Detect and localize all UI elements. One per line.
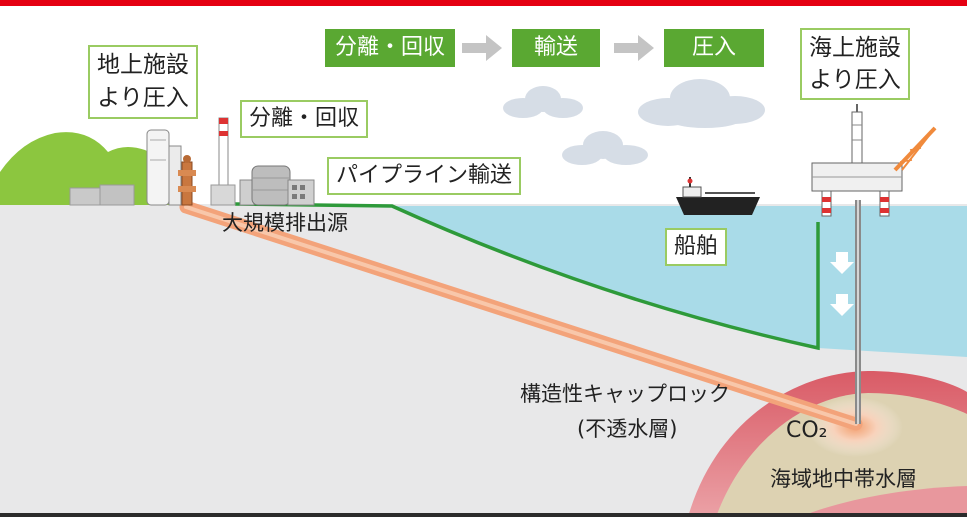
lower-caprock-band <box>800 486 967 517</box>
arrow-right-icon <box>462 35 502 61</box>
offshore-facility-line2: より圧入 <box>809 67 901 93</box>
offshore-facility-line1: 海上施設 <box>809 35 901 61</box>
bottom-border <box>0 513 967 517</box>
warehouse-icon <box>69 184 135 206</box>
wellhead-icon <box>178 155 196 206</box>
ship-label: 船舶 <box>665 228 728 266</box>
caprock-label-line1: 構造性キャップロック <box>520 382 730 406</box>
separation-capture-label: 分離・回収 <box>240 100 369 138</box>
hill-icon <box>0 132 190 205</box>
arrow-down-icon <box>830 252 854 274</box>
offshore-facility-label: 海上施設 より圧入 <box>800 28 910 100</box>
pipeline-transport-label: パイプライン輸送 <box>327 157 522 195</box>
aquifer-label: 海域地中帯水層 <box>770 467 917 491</box>
flow-step-separation-capture: 分離・回収 <box>325 29 455 67</box>
building-icon <box>287 179 315 206</box>
arrow-down-icon <box>830 294 854 316</box>
caprock-label-line2: (不透水層) <box>577 417 678 441</box>
chimney-icon <box>210 117 236 206</box>
onshore-facility-line2: より圧入 <box>97 85 189 111</box>
offshore-platform-icon <box>811 104 937 217</box>
cloud-icon <box>503 86 583 118</box>
onshore-facility-label: 地上施設 より圧入 <box>88 45 198 119</box>
onshore-facility-line1: 地上施設 <box>97 52 189 78</box>
cloud-icon <box>562 131 648 165</box>
sea <box>392 206 967 357</box>
top-red-bar <box>0 0 967 6</box>
arrow-right-icon <box>614 35 654 61</box>
co2-label: CO₂ <box>786 418 828 443</box>
flow-step-transport: 輸送 <box>512 29 600 67</box>
flow-step-injection: 圧入 <box>664 29 764 67</box>
ship-icon <box>676 177 760 215</box>
large-emission-source-label: 大規模排出源 <box>222 211 348 235</box>
cloud-icon <box>638 79 765 128</box>
pipeline-route <box>234 202 820 351</box>
